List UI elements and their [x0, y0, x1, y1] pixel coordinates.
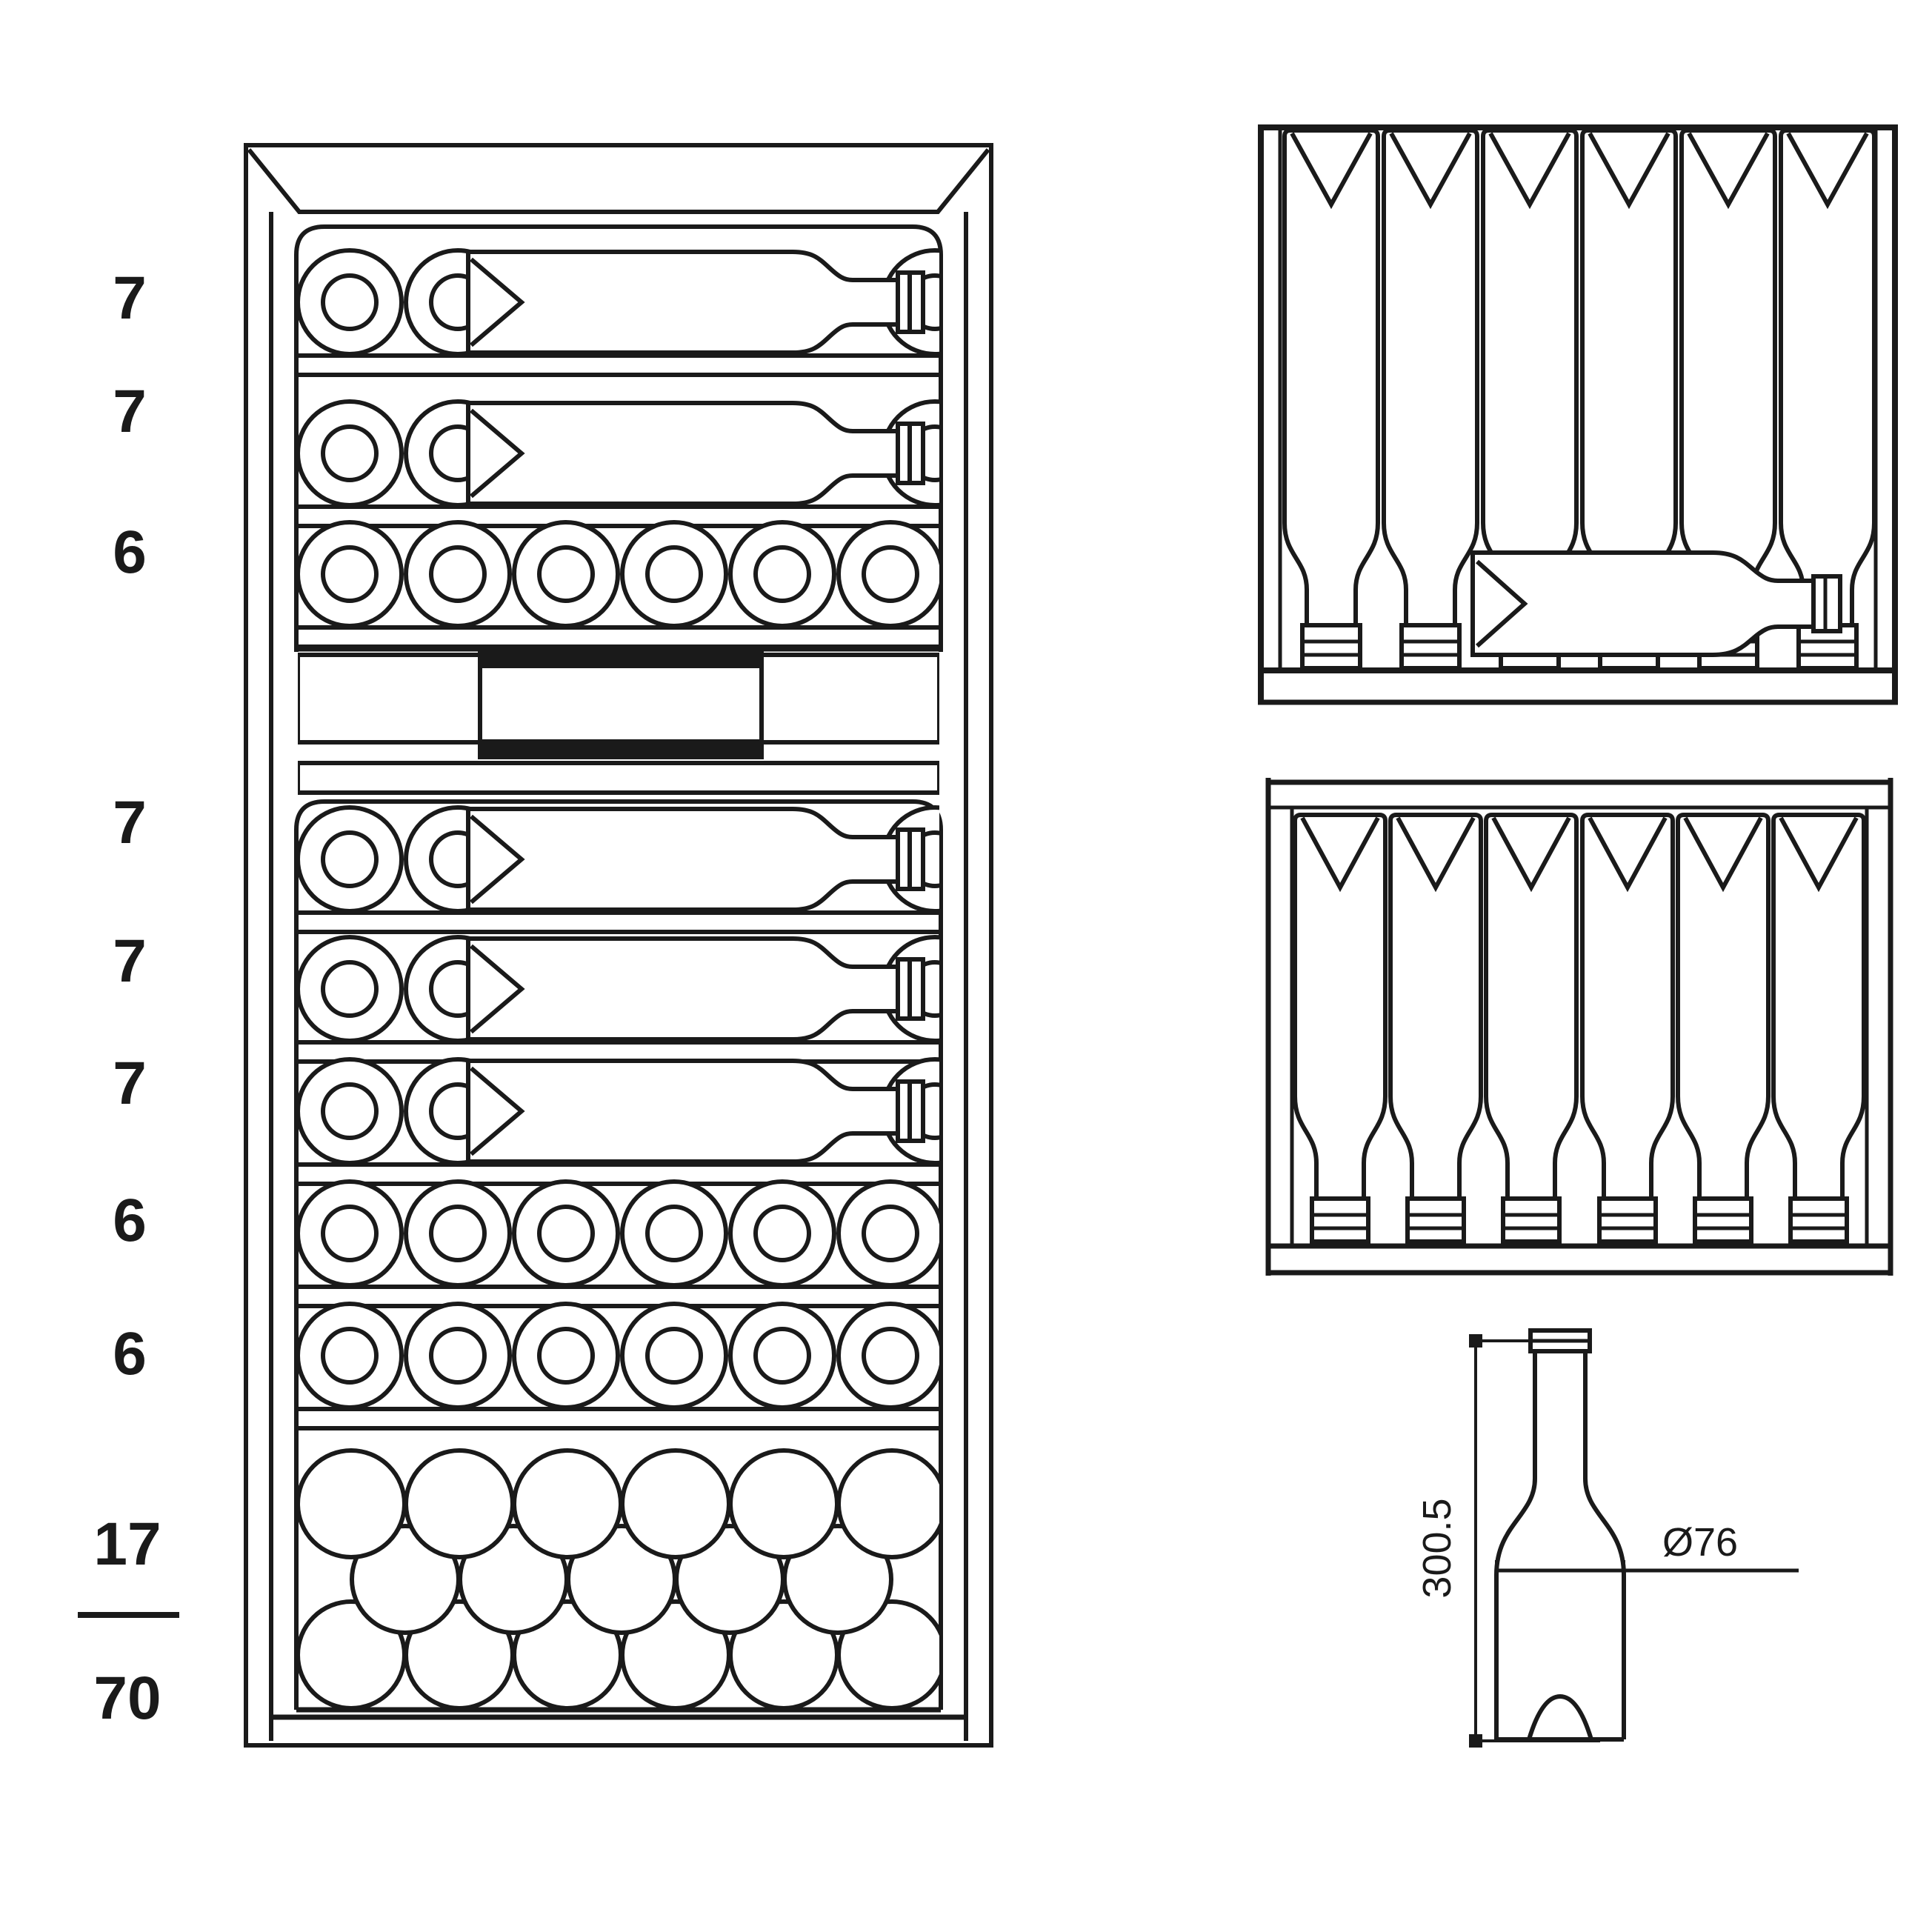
- row-capacity-label: 7: [113, 789, 147, 856]
- top-view-bottle: [1678, 815, 1768, 1242]
- row-capacity-label: 6: [113, 1187, 147, 1254]
- top-view-bottle: [1384, 130, 1477, 668]
- capacity-labels: 7 7 6 7 7 7 6 6 17 70: [78, 264, 179, 1732]
- row-capacity-label: 7: [113, 264, 147, 332]
- upper-zone-liner: [294, 224, 943, 652]
- top-view-bottle: [1295, 815, 1385, 1242]
- row-capacity-label: 7: [113, 1050, 147, 1117]
- top-view-bottle: [1582, 815, 1673, 1242]
- row-capacity-label: 7: [113, 927, 147, 995]
- diameter-dimension-label: Ø76: [1662, 1520, 1738, 1565]
- shelf: [296, 1287, 941, 1306]
- shelf: [296, 507, 941, 526]
- bottle-dimension-drawing: 300.5 Ø76: [1415, 1328, 1799, 1748]
- shelf: [296, 1409, 941, 1428]
- height-dimension-label: 300.5: [1415, 1498, 1459, 1598]
- row-capacity-label: 7: [113, 378, 147, 445]
- cabinet-front-view: [244, 143, 993, 1748]
- total-capacity-label: 70: [93, 1665, 161, 1732]
- row-capacity-label: 6: [113, 519, 147, 586]
- top-view-bottle: [1486, 815, 1576, 1242]
- shelf: [296, 1165, 941, 1184]
- top-view-bottle: [1390, 815, 1481, 1242]
- shelf: [296, 627, 941, 647]
- bulk-capacity-label: 17: [93, 1510, 161, 1578]
- divider-panel: [298, 646, 939, 795]
- top-view-bottle: [1285, 130, 1378, 668]
- shelf-top-view-1: [1258, 124, 1898, 705]
- shelf-top-view-2: [1265, 778, 1893, 1276]
- cabinet-contents: [296, 250, 987, 1708]
- divider-board: [298, 761, 939, 795]
- lying-bottle: [1470, 550, 1842, 657]
- shelf: [296, 913, 941, 932]
- top-bevel: [247, 148, 990, 214]
- dimension-bottle: [1494, 1328, 1626, 1742]
- top-view-bottle: [1773, 815, 1864, 1242]
- shelf: [296, 356, 941, 375]
- row-capacity-label: 6: [113, 1320, 147, 1388]
- upper-zone: [296, 250, 987, 647]
